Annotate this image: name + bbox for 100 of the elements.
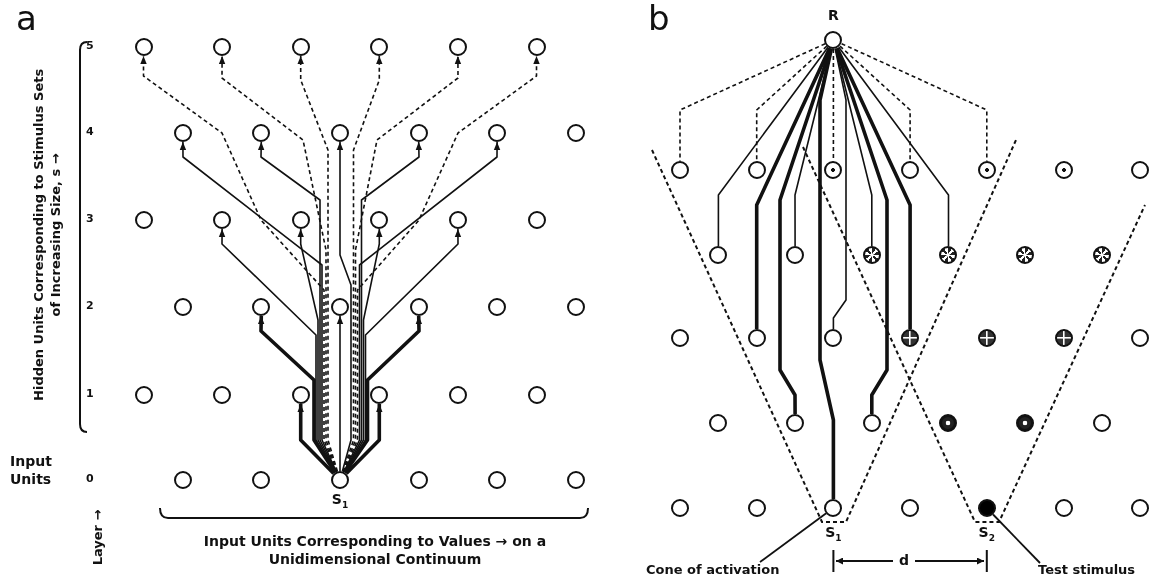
- connection-line: [838, 46, 950, 247]
- unit-circle: [566, 471, 585, 489]
- unit-circle: [213, 211, 232, 229]
- unit-circle: [862, 414, 881, 432]
- callout-text: Cone of activation: [646, 562, 780, 578]
- connection-line: [336, 315, 344, 472]
- unit-circle: [1131, 161, 1150, 179]
- unit-circle: [566, 298, 585, 316]
- unit-circle: [291, 38, 310, 56]
- unit-circle: [213, 386, 232, 404]
- unit-circle: [252, 124, 271, 142]
- unit-circle: [747, 499, 766, 517]
- unit-circle: [977, 329, 996, 347]
- unit-circle: [1054, 161, 1073, 179]
- axis-title: Input Units Corresponding to Values → on a Unidimensional Continuum: [202, 532, 548, 569]
- unit-circle: [488, 471, 507, 489]
- connection-line: [345, 404, 383, 475]
- connection-line: [679, 42, 826, 162]
- connection-line: [257, 315, 337, 474]
- unit-circle: [786, 414, 805, 432]
- unit-circle: [370, 38, 389, 56]
- unit-circle: [1131, 499, 1150, 517]
- unit-circle: [1016, 414, 1035, 432]
- unit-circle: [252, 471, 271, 489]
- unit-circle: [671, 499, 689, 517]
- unit-circle: [901, 329, 920, 347]
- unit-circle: [1054, 499, 1073, 517]
- unit-circle: [824, 329, 843, 347]
- connection-line: [839, 45, 911, 162]
- unit-label: S$_{1}$: [330, 492, 350, 511]
- unit-circle: [291, 386, 310, 404]
- unit-circle: [824, 161, 843, 179]
- connection-line: [343, 315, 423, 474]
- unit-label: R: [827, 8, 840, 24]
- unit-circle: [709, 414, 728, 432]
- unit-circle: [709, 246, 728, 264]
- unit-circle: [173, 298, 192, 316]
- unit-circle: [1016, 246, 1035, 264]
- row-title: Input Units: [10, 452, 53, 489]
- unit-circle: [134, 211, 153, 229]
- unit-circle: [448, 386, 467, 404]
- unit-circle: [173, 124, 192, 142]
- unit-circle: [409, 298, 428, 316]
- layer-number: 3: [86, 212, 95, 227]
- unit-circle: [862, 246, 881, 264]
- unit-circle: [671, 161, 689, 179]
- unit-circle: [331, 298, 349, 316]
- callout-text: Test stimulus: [1038, 562, 1136, 578]
- unit-circle: [527, 211, 546, 229]
- unit-circle: [1092, 246, 1111, 264]
- unit-circle: [213, 38, 232, 56]
- unit-circle: [527, 38, 546, 56]
- unit-circle: [747, 161, 766, 179]
- panel-letter: a: [16, 1, 38, 35]
- layer-number: 2: [86, 299, 95, 314]
- filled-unit-circle: [977, 499, 996, 517]
- unit-circle: [786, 246, 805, 264]
- unit-circle: [1092, 414, 1111, 432]
- unit-circle: [1054, 329, 1073, 347]
- unit-circle: [671, 329, 689, 347]
- unit-circle: [939, 246, 958, 264]
- unit-circle: [370, 386, 389, 404]
- unit-circle: [977, 161, 996, 179]
- unit-circle: [488, 124, 507, 142]
- unit-circle: [901, 161, 920, 179]
- unit-label: S$_{2}$: [977, 525, 996, 544]
- connection-line: [818, 48, 836, 499]
- unit-circle: [134, 38, 153, 56]
- unit-circle: [252, 298, 271, 316]
- unit-circle: [331, 471, 349, 489]
- unit-circle: [939, 414, 958, 432]
- unit-circle: [747, 329, 766, 347]
- layer-number: 5: [86, 39, 95, 54]
- unit-circle: [370, 211, 389, 229]
- unit-circle: [134, 386, 153, 404]
- panel-letter: b: [648, 1, 671, 35]
- unit-circle: [824, 31, 843, 49]
- unit-circle: [409, 124, 428, 142]
- connection-line: [297, 404, 335, 475]
- layer-number: 0: [86, 472, 95, 487]
- connection-line: [835, 47, 912, 329]
- leader-line: [759, 512, 828, 563]
- unit-circle: [291, 211, 310, 229]
- unit-circle: [488, 298, 507, 316]
- connection-line: [297, 55, 339, 473]
- unit-circle: [448, 38, 467, 56]
- connection-line: [754, 47, 832, 329]
- layer-number: 4: [86, 125, 95, 140]
- connection-line: [336, 141, 352, 473]
- axis-title: Layer →: [89, 508, 106, 568]
- unit-circle: [331, 124, 349, 142]
- connection-line: [755, 45, 828, 162]
- axis-title: Hidden Units Corresponding to Stimulus Sets of Increasing Size, s →: [31, 67, 64, 403]
- connection-line: [840, 42, 988, 162]
- layer-number: 1: [86, 387, 95, 402]
- unit-circle: [173, 471, 192, 489]
- unit-circle: [409, 471, 428, 489]
- unit-label: S$_{1}$: [824, 525, 843, 544]
- connection-line: [834, 47, 889, 414]
- unit-circle: [566, 124, 585, 142]
